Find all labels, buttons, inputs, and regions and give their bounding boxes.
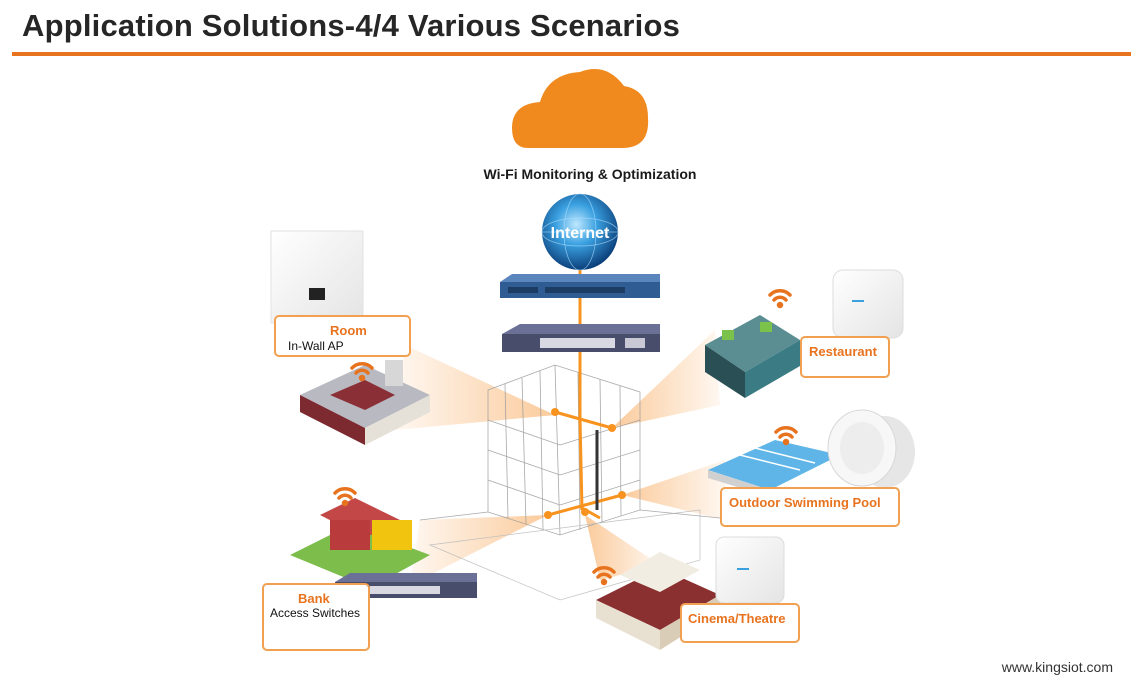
network-nodes [544,408,626,519]
cinema-ap-icon [715,536,785,604]
in-wall-ap-icon [270,230,364,324]
scenario-device: Access Switches [270,606,361,620]
wifi-icon [333,289,798,586]
ceiling-ap-icon [827,409,915,488]
firewall-icon [500,274,660,298]
footer-website: www.kingsiot.com [1001,659,1113,675]
access-point-icon [832,269,904,339]
network-links [547,270,623,520]
coverage-beams [395,330,725,585]
room-scene [300,360,430,445]
switch-icon [502,324,660,352]
scenario-name: Room [330,323,367,338]
callout-bank: Bank Access Switches [262,583,370,651]
cloud-icon [512,69,649,148]
scenario-device: In-Wall AP [288,339,344,353]
callout-outdoor-swimming-pool: Outdoor Swimming Pool [720,487,900,527]
callout-cinema-theatre: Cinema/Theatre [680,603,800,643]
scenario-name: Outdoor Swimming Pool [729,495,881,510]
restaurant-scene [705,315,800,398]
callout-restaurant: Restaurant [800,336,890,378]
internet-label: Internet [551,225,610,242]
scenario-name: Restaurant [809,344,877,359]
page-title: Application Solutions-4/4 Various Scenar… [22,8,681,43]
scenario-name: Cinema/Theatre [688,611,786,626]
bank-switch-icon [335,573,477,598]
building-wireframe [419,364,741,601]
cloud-service-label: Wi-Fi Monitoring & Optimization [483,166,697,182]
internet-globe-icon: Internet [541,193,619,271]
bank-scene [290,498,430,588]
scenario-name: Bank [298,591,330,606]
callout-room: Room In-Wall AP [274,315,411,357]
title-underline [12,52,1131,56]
